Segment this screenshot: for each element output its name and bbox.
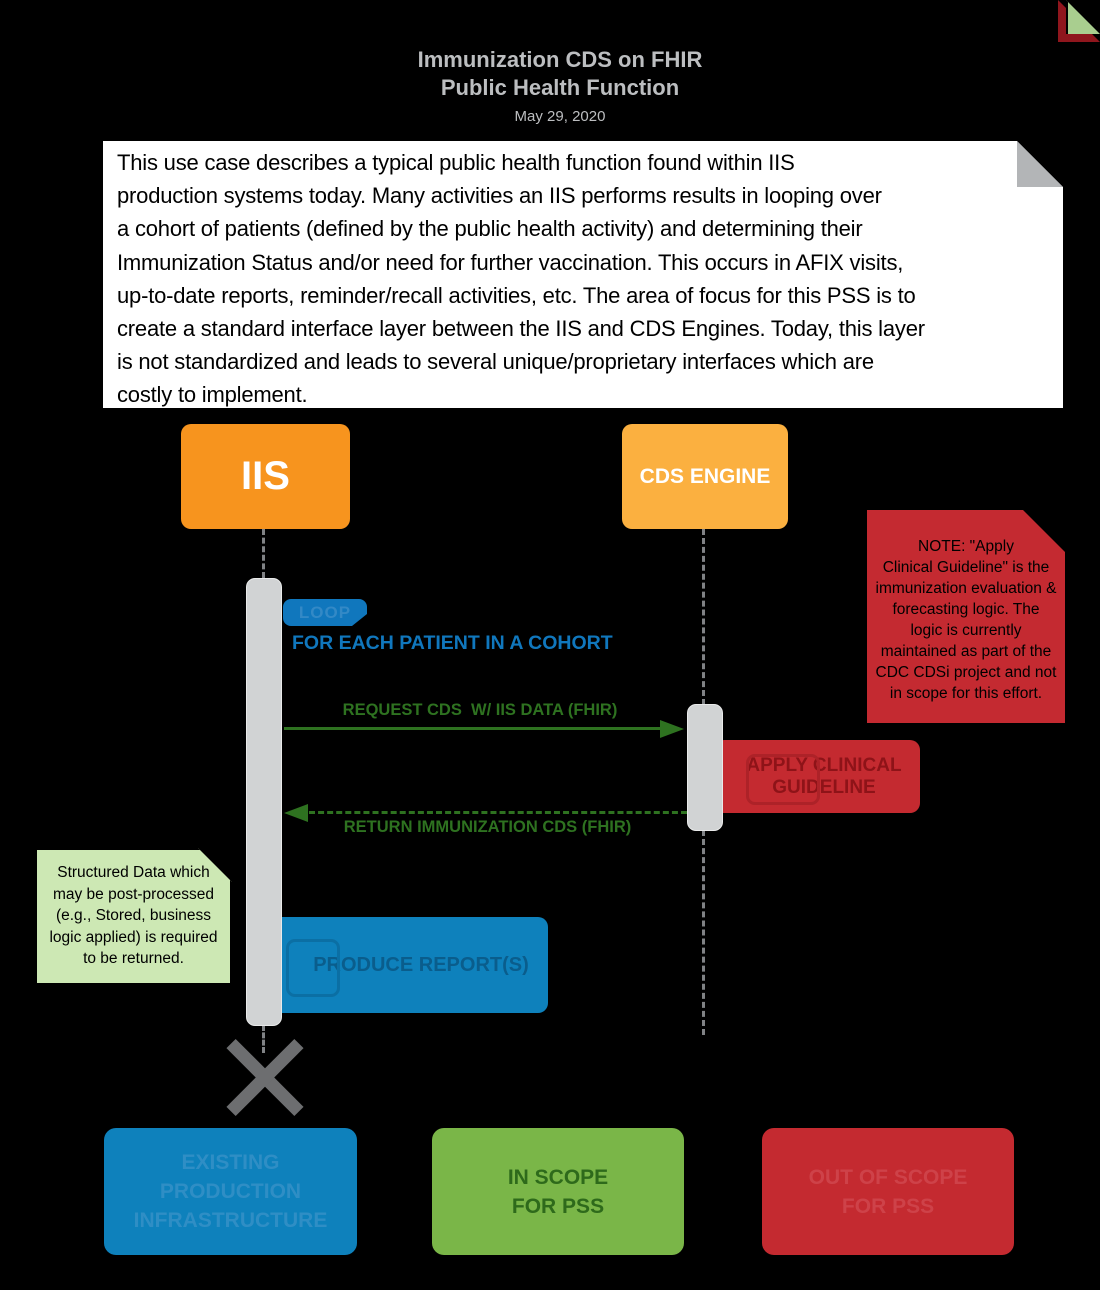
produce-reports-box: PRODUCE REPORT(S): [268, 917, 548, 1013]
iis-lifeline-upper: [262, 529, 265, 578]
arrow-right-icon: [660, 720, 684, 738]
self-call-icon: [746, 754, 820, 805]
description-note: This use case describes a typical public…: [103, 141, 1063, 408]
actor-iis: IIS: [181, 424, 350, 529]
loop-tag-label: LOOP: [298, 602, 352, 622]
page-title: Immunization CDS on FHIR: [417, 47, 703, 72]
self-call-icon: [286, 939, 340, 997]
apply-clinical-guideline-label: APPLY CLINICAL GUIDELINE: [746, 754, 902, 798]
apply-clinical-guideline-box: APPLY CLINICAL GUIDELINE: [714, 740, 920, 813]
cds-lifeline-upper: [702, 529, 705, 705]
title-block: Immunization CDS on FHIR Public Health F…: [20, 46, 1100, 125]
iis-activation-bar: [246, 578, 282, 1026]
cds-note: NOTE: "Apply Clinical Guideline" is the …: [867, 510, 1065, 723]
cds-lifeline-lower: [702, 830, 705, 1035]
produce-reports-label: PRODUCE REPORT(S): [313, 953, 529, 976]
description-text: This use case describes a typical public…: [117, 150, 925, 408]
actor-cds-engine: CDS ENGINE: [622, 424, 788, 529]
legend-out-of-scope-for-pss: OUT OF SCOPE FOR PSS: [762, 1128, 1014, 1255]
arrow-left-icon: [284, 804, 308, 822]
page-subtitle: Public Health Function: [440, 75, 680, 100]
actor-cds-engine-label: CDS ENGINE: [639, 464, 771, 488]
return-note: Structured Data which may be post-proces…: [35, 848, 232, 985]
iis-lifeline-lower: [262, 1025, 265, 1053]
folded-corner-icon: [1066, 0, 1100, 34]
return-message-line: [309, 811, 687, 814]
loop-condition-label: FOR EACH PATIENT IN A COHORT: [292, 632, 613, 654]
request-message-label: REQUEST CDS W/ IIS DATA (FHIR): [342, 701, 618, 719]
return-message-label: RETURN IMMUNIZATION CDS (FHIR): [343, 818, 632, 836]
legend-in-scope-for-pss: IN SCOPE FOR PSS: [432, 1128, 684, 1255]
destroy-marker-icon: [226, 1038, 304, 1117]
request-message-line: [284, 727, 664, 730]
actor-iis-label: IIS: [241, 454, 290, 498]
loop-fragment-tab: LOOP: [283, 599, 367, 626]
legend-existing-production-infrastructure: EXISTING PRODUCTION INFRASTRUCTURE: [104, 1128, 357, 1255]
page-date: May 29, 2020: [514, 108, 606, 125]
cds-activation-bar: [687, 704, 723, 831]
